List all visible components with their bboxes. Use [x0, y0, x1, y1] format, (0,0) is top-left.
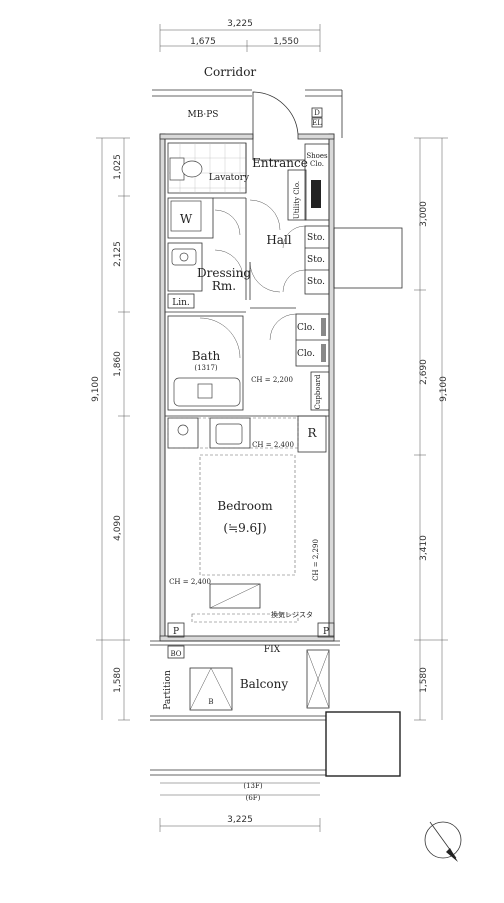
dim-top-total: 3,225: [227, 19, 253, 29]
dressing-room: Dressing Rm.: [167, 242, 251, 293]
bedroom: Bedroom (≒9.6J) CH = 2,400 CH = 2,290 換気…: [169, 454, 320, 623]
balcony: BO Partition B Balcony: [150, 640, 340, 776]
ch-2290-label: CH = 2,290: [312, 539, 320, 581]
top-dimensions: 3,225 1,675 1,550: [159, 19, 321, 52]
bo-label: BO: [170, 650, 181, 658]
kitchen-sink-icon: [215, 423, 243, 445]
dim-right-1: 3,000: [419, 201, 429, 227]
mb-ps-label: MB·PS: [188, 110, 219, 120]
dim-right-4: 1,580: [419, 667, 429, 693]
bath: Bath (1317): [167, 315, 244, 411]
dim-right-total: 9,100: [439, 376, 449, 402]
p-left-label: P: [173, 627, 179, 637]
cupboard: Cupboard: [310, 371, 330, 411]
fix-label: FIX: [264, 645, 281, 655]
mid-closets: Clo. Clo.: [250, 307, 330, 367]
hall-label: Hall: [266, 233, 291, 247]
floor-note: (13F): [243, 782, 262, 790]
entrance-door: [252, 91, 305, 161]
cupboard-label: Cupboard: [314, 374, 322, 410]
clo-label-2: Clo.: [297, 349, 315, 359]
entrance-label: Entrance: [252, 156, 308, 170]
linen-label: Lin.: [172, 298, 190, 308]
p-right-label: P: [323, 627, 329, 637]
dim-right-2: 2,690: [419, 359, 429, 385]
sto-label-1: Sto.: [307, 233, 325, 243]
dim-left-2: 2,125: [113, 241, 123, 267]
washer-area: W: [167, 197, 247, 300]
bedroom-label: Bedroom: [217, 499, 273, 513]
dim-left-1: 1,025: [113, 154, 123, 180]
bath-label: Bath: [192, 349, 221, 363]
linen-closet: Lin.: [165, 293, 246, 313]
dim-left-5: 1,580: [113, 667, 123, 693]
dressing-rm-label: Rm.: [212, 279, 236, 293]
dim-bottom-total: 3,225: [227, 815, 253, 825]
corridor-label: Corridor: [204, 65, 257, 79]
lavatory: Lavatory: [167, 142, 250, 194]
refrigerator-box: [297, 415, 327, 453]
utility-clo-label: Utility Clo.: [293, 181, 301, 219]
partition-label: Partition: [163, 670, 173, 710]
dim-left-3: 1,860: [113, 351, 123, 377]
bedroom-size-label: (≒9.6J): [223, 521, 266, 535]
dim-left-total: 9,100: [91, 376, 101, 402]
bottom-dimensions: 3,225: [159, 815, 321, 832]
sto-label-2: Sto.: [307, 255, 325, 265]
shaft-box: [333, 227, 403, 289]
shoes-closet: Shoes Clo. Utility Clo.: [287, 143, 330, 221]
toilet-icon: [181, 160, 203, 178]
b-label: B: [208, 698, 213, 706]
ch-2200-label: CH = 2,200: [251, 376, 293, 384]
ch-2400-kitchen-label: CH = 2,400: [252, 441, 294, 449]
register-note: 換気レジスタ: [271, 610, 313, 619]
washer-label: W: [180, 212, 193, 226]
svg-text:Clo.: Clo.: [310, 160, 324, 168]
exterior-block: [325, 711, 401, 777]
d-mark: D: [314, 109, 320, 117]
hall-doors: [249, 199, 281, 300]
ch-2400-label: CH = 2,400: [169, 578, 211, 586]
dim-right-3: 3,410: [419, 535, 429, 561]
bath-size-label: (1317): [194, 364, 218, 372]
right-dimensions: 3,000 2,690 3,410 1,580 9,100: [414, 137, 449, 721]
shoes-clo-label: Shoes: [306, 152, 328, 160]
refrigerator-label: R: [307, 426, 317, 440]
clo-label-1: Clo.: [297, 323, 315, 333]
sto-label-3: Sto.: [307, 277, 325, 287]
floor-note-2: (6F): [246, 794, 261, 802]
dim-left-4: 4,090: [113, 515, 123, 541]
el-mark-top: EL: [312, 119, 322, 127]
left-dimensions: 1,025 2,125 1,860 4,090 1,580 9,100: [91, 137, 130, 721]
kitchen: CH = 2,400 R: [165, 415, 329, 453]
dressing-label: Dressing: [197, 266, 251, 280]
stove-icon: [177, 424, 189, 436]
north-compass-icon: [424, 821, 462, 862]
balcony-label: Balcony: [240, 677, 288, 691]
mb-ps-area: MB·PS D EL: [152, 89, 343, 138]
dim-top-right: 1,550: [273, 37, 299, 47]
washer-icon: [170, 200, 202, 232]
storage-closets: Sto. Sto. Sto.: [282, 225, 330, 295]
lavatory-label: Lavatory: [209, 173, 250, 183]
dim-top-left: 1,675: [190, 37, 216, 47]
